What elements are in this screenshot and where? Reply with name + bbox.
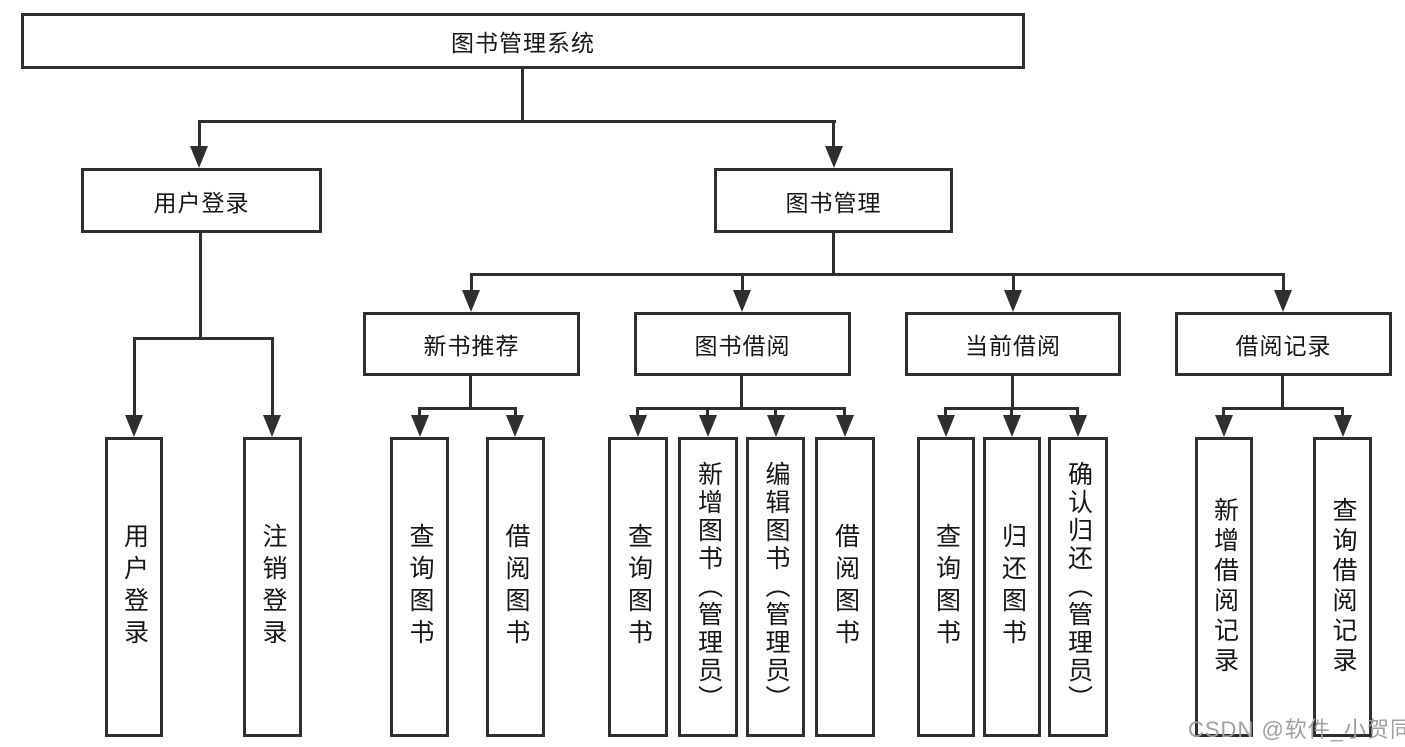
leaf-user-login: 用户登录 (105, 437, 163, 737)
arrow-down-icon (699, 415, 717, 437)
arrow-down-icon (1069, 415, 1087, 437)
arrow-down-icon (767, 415, 785, 437)
connector-leaf-stem (1076, 407, 1079, 417)
node-label: 用户登录 (153, 189, 250, 216)
connector-group-trunk (1011, 376, 1014, 407)
connector-group-stem (470, 273, 473, 292)
leaf-label: 注销登录 (259, 523, 287, 651)
node-user-login: 用户登录 (81, 168, 322, 233)
leaf-label: 归还图书 (998, 523, 1027, 651)
connector-leaf-stem (1341, 407, 1344, 417)
leaf-query-books: 查询图书 (390, 437, 449, 737)
connector-group-stem (741, 273, 744, 292)
leaf-label: 新增借阅记录 (1210, 497, 1239, 677)
node-label: 图书管理系统 (451, 30, 595, 56)
node-label: 借阅记录 (1235, 333, 1332, 359)
connector-group-stem (1012, 273, 1015, 292)
connector-root-stem (521, 69, 524, 120)
leaf-label: 借阅图书 (831, 523, 860, 651)
leaf-label: 查询图书 (406, 523, 434, 651)
connector-group-trunk (740, 376, 743, 407)
leaf-label: 确认归还（管理员） (1064, 461, 1093, 713)
leaf-query-books: 查询图书 (608, 437, 668, 737)
connector-leaf-stem (1010, 407, 1013, 417)
arrow-down-icon (836, 415, 854, 437)
arrow-down-icon (629, 415, 647, 437)
leaf-add-books-admin: 新增图书（管理员） (678, 437, 738, 737)
connector-group-stem (1282, 273, 1285, 292)
leaf-label: 编辑图书（管理员） (762, 461, 790, 713)
leaf-add-borrow-record: 新增借阅记录 (1195, 437, 1253, 737)
connector-leaf-stem (706, 407, 709, 417)
connector-leaf-stem (1222, 407, 1225, 417)
node-borrowing-records: 借阅记录 (1175, 312, 1392, 376)
connector-group-bar (418, 407, 516, 410)
arrow-down-icon (462, 290, 480, 312)
leaf-label: 新增图书（管理员） (694, 461, 723, 713)
leaf-borrow-books: 借阅图书 (815, 437, 875, 737)
connector-leaf-stem (843, 407, 846, 417)
connector-leaf-stem (514, 407, 517, 417)
connector-leaf-stem (133, 337, 136, 417)
arrow-down-icon (937, 415, 955, 437)
arrow-down-icon (825, 146, 843, 168)
csdn-watermark: CSDN @软件_小贺同学 (1188, 717, 1405, 742)
node-label: 图书借阅 (694, 333, 791, 359)
node-label: 新书推荐 (423, 333, 520, 359)
connector-book-management-trunk (832, 233, 835, 273)
leaf-label: 用户登录 (120, 523, 149, 651)
arrow-down-icon (1274, 290, 1292, 312)
connector-leaf-stem (774, 407, 777, 417)
leaf-label: 查询图书 (932, 523, 961, 651)
arrow-down-icon (263, 415, 281, 437)
arrow-down-icon (125, 415, 143, 437)
connector-group-bar (636, 407, 845, 410)
leaf-return-books: 归还图书 (983, 437, 1041, 737)
leaf-label: 查询借阅记录 (1329, 497, 1357, 677)
connector-book-management-stem (832, 120, 835, 148)
node-book-borrowing: 图书借阅 (634, 312, 851, 376)
arrow-down-icon (190, 146, 208, 168)
connector-root-bar (198, 120, 836, 123)
arrow-down-icon (733, 290, 751, 312)
leaf-borrow-books: 借阅图书 (486, 437, 545, 737)
leaf-label: 借阅图书 (502, 523, 530, 651)
arrow-down-icon (1334, 415, 1352, 437)
leaf-query-borrow-record: 查询借阅记录 (1313, 437, 1372, 737)
connector-leaf-stem (418, 407, 421, 417)
connector-leaf-stem (271, 337, 274, 417)
leaf-query-books: 查询图书 (917, 437, 975, 737)
connector-group-trunk (1281, 376, 1284, 407)
arrow-down-icon (411, 415, 429, 437)
connector-book-management-bar (470, 273, 1284, 276)
connector-leaf-stem (636, 407, 639, 417)
arrow-down-icon (1004, 290, 1022, 312)
node-library-management-system: 图书管理系统 (21, 13, 1025, 69)
node-new-book-recommendation: 新书推荐 (363, 312, 580, 376)
leaf-edit-books-admin: 编辑图书（管理员） (746, 437, 805, 737)
arrow-down-icon (506, 415, 524, 437)
connector-user-login-bar (133, 337, 274, 340)
connector-user-login-trunk (199, 233, 202, 337)
arrow-down-icon (1215, 415, 1233, 437)
node-current-borrowing: 当前借阅 (905, 312, 1121, 376)
connector-user-login-stem (198, 120, 201, 148)
connector-leaf-stem (944, 407, 947, 417)
connector-group-trunk (469, 376, 472, 407)
connector-group-bar (1222, 407, 1343, 410)
node-book-management: 图书管理 (714, 168, 953, 233)
leaf-label: 查询图书 (624, 523, 653, 651)
node-label: 图书管理 (785, 189, 882, 216)
leaf-confirm-return-admin: 确认归还（管理员） (1048, 437, 1108, 737)
node-label: 当前借阅 (965, 333, 1061, 359)
leaf-logout: 注销登录 (243, 437, 302, 737)
arrow-down-icon (1003, 415, 1021, 437)
